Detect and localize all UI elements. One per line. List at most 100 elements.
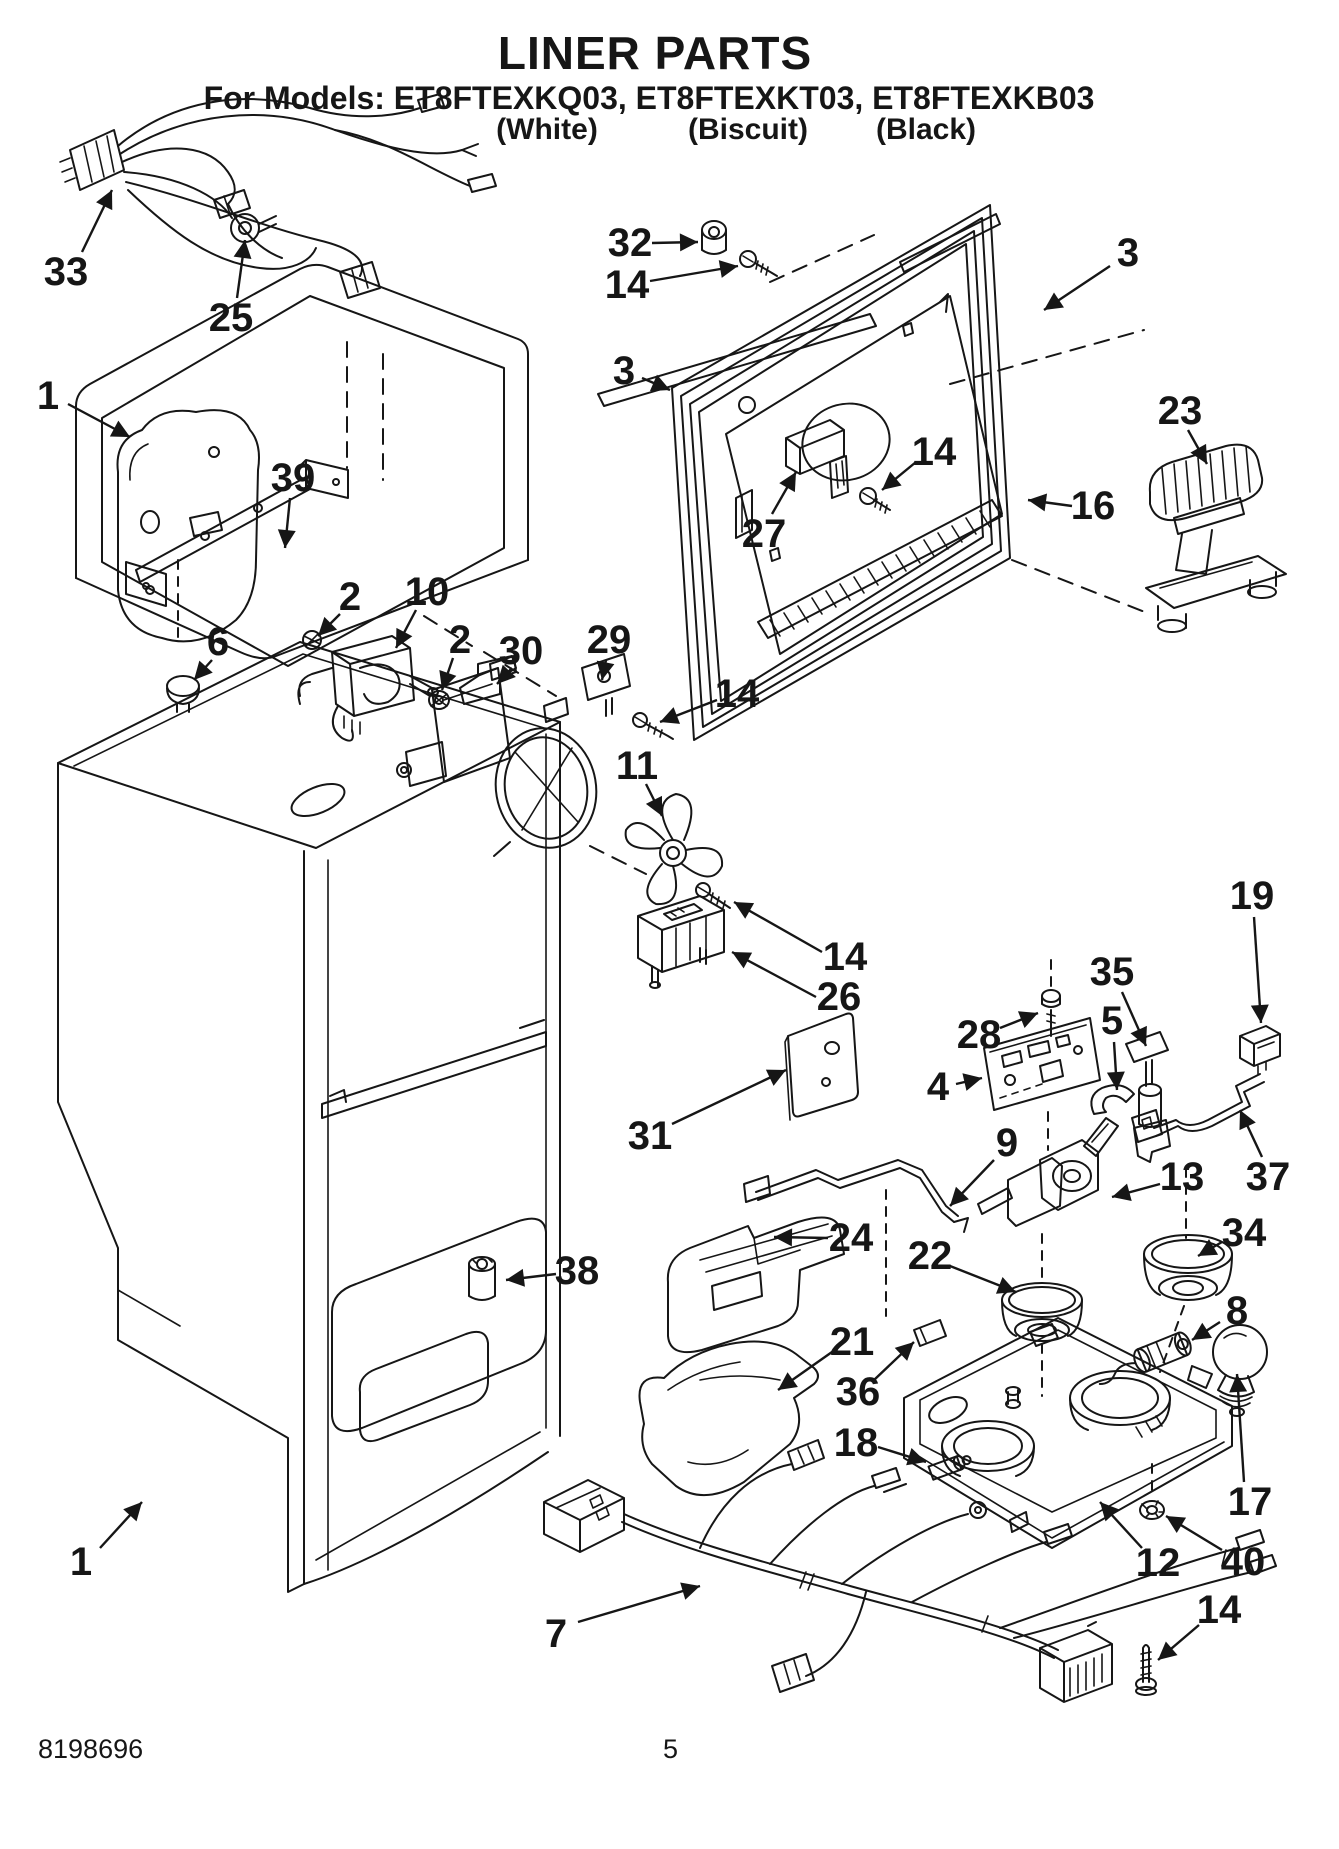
page-title: LINER PARTS: [497, 27, 813, 79]
callout-22: 22: [908, 1234, 953, 1278]
leader-arrow-1: [67, 402, 131, 439]
light-bulb-17: [1212, 1324, 1268, 1417]
callout-10: 10: [405, 570, 450, 614]
leader-arrow-40: [1165, 1514, 1223, 1552]
lamp-socket-8: [1098, 1331, 1192, 1386]
callout-2: 2: [449, 618, 471, 662]
leader-arrow-5: [1106, 1041, 1125, 1091]
leader-arrow-14: [733, 900, 823, 954]
callout-39: 39: [271, 456, 316, 500]
callout-14: 14: [1197, 1588, 1242, 1632]
leader-arrow-30: [496, 664, 516, 685]
callout-14: 14: [605, 263, 650, 307]
control-board-4: [983, 959, 1101, 1151]
leader-arrow-4: [955, 1073, 983, 1091]
leader-arrow-1: [99, 1501, 143, 1549]
nut-40: [1139, 1500, 1165, 1520]
leader-arrow-6: [193, 659, 213, 681]
callout-19: 19: [1230, 874, 1275, 918]
color-label: (White): [496, 113, 598, 146]
leader-arrow-3: [1043, 265, 1111, 311]
air-diffuser-23: [1145, 443, 1287, 633]
tube-bracket-27: [785, 419, 849, 499]
console-housing-12: [903, 1317, 1233, 1696]
leader-arrow-13: [1111, 1182, 1161, 1201]
leader-arrow-14: [881, 461, 917, 491]
callout-2: 2: [339, 575, 361, 619]
callout-18: 18: [834, 1421, 879, 1465]
light-shield-34: [1143, 1234, 1233, 1301]
leader-arrow-18: [877, 1445, 927, 1466]
leader-arrow-28: [999, 1011, 1039, 1030]
leader-arrow-26: [731, 950, 817, 999]
leader-arrow-2: [439, 657, 457, 691]
standoff-32: [701, 220, 727, 255]
callout-37: 37: [1246, 1155, 1291, 1199]
leader-arrow-14: [659, 698, 718, 724]
leader-arrow-31: [671, 1068, 787, 1126]
callout-38: 38: [555, 1249, 600, 1293]
callout-4: 4: [927, 1065, 950, 1109]
callout-33: 33: [44, 250, 89, 294]
callout-23: 23: [1158, 389, 1203, 433]
roller-38: [468, 1256, 496, 1301]
leader-arrow-38: [505, 1268, 557, 1287]
callout-32: 32: [608, 221, 653, 265]
callout-27: 27: [742, 512, 787, 556]
callout-30: 30: [499, 629, 544, 673]
leader-arrow-17: [1229, 1373, 1248, 1483]
screw-28: [1041, 989, 1061, 1037]
callout-24: 24: [829, 1216, 874, 1260]
wiring-harness-7: [543, 1439, 1277, 1703]
callout-35: 35: [1090, 950, 1135, 994]
color-labels: (White)(Biscuit)(Black): [0, 113, 1339, 147]
leader-arrow-12: [1099, 1501, 1143, 1549]
leader-arrow-14: [649, 260, 739, 283]
leader-arrow-32: [651, 233, 699, 252]
callout-17: 17: [1228, 1480, 1273, 1524]
callout-36: 36: [836, 1370, 881, 1414]
page-number: 5: [663, 1734, 679, 1764]
callout-8: 8: [1226, 1289, 1248, 1333]
callout-14: 14: [823, 935, 868, 979]
leader-arrow-35: [1120, 991, 1148, 1047]
callout-9: 9: [996, 1121, 1018, 1165]
leader-arrow-14: [1157, 1624, 1200, 1661]
leader-arrow-36: [873, 1341, 915, 1381]
leader-arrow-39: [277, 497, 296, 549]
leader-arrow-37: [1238, 1109, 1264, 1158]
cover-21: [638, 1340, 819, 1497]
clip-36: [913, 1319, 947, 1347]
fridge-liner: [57, 641, 561, 1593]
leader-arrow-19: [1250, 916, 1269, 1024]
callout-34: 34: [1222, 1211, 1267, 1255]
leader-arrow-23: [1186, 429, 1209, 465]
callout-14: 14: [912, 430, 957, 474]
callout-5: 5: [1101, 999, 1123, 1043]
callout-7: 7: [545, 1612, 567, 1656]
callout-31: 31: [628, 1114, 673, 1158]
small-parts-right: [743, 1025, 1281, 1317]
callout-13: 13: [1160, 1155, 1205, 1199]
leader-arrow-29: [596, 659, 615, 681]
leader-arrow-10: [394, 609, 418, 649]
leader-arrow-34: [1197, 1239, 1223, 1258]
bracket-9: [743, 1159, 969, 1233]
relay-19: [1239, 1025, 1281, 1075]
light-shield-22: [1001, 1282, 1083, 1342]
callout-25: 25: [209, 296, 254, 340]
leader-arrow-8: [1191, 1320, 1221, 1342]
plate-31: [784, 1012, 859, 1121]
callout-1: 1: [37, 374, 59, 418]
air-duct-24: [666, 1216, 845, 1354]
leader-arrow-25: [233, 239, 252, 299]
leader-arrow-9: [949, 1159, 995, 1207]
damper-13: [977, 1117, 1119, 1227]
callout-12: 12: [1136, 1541, 1181, 1585]
callout-40: 40: [1221, 1540, 1266, 1584]
freezer-liner: [75, 263, 529, 667]
leader-arrow-3: [641, 374, 671, 392]
lamp-18: [927, 1455, 972, 1481]
